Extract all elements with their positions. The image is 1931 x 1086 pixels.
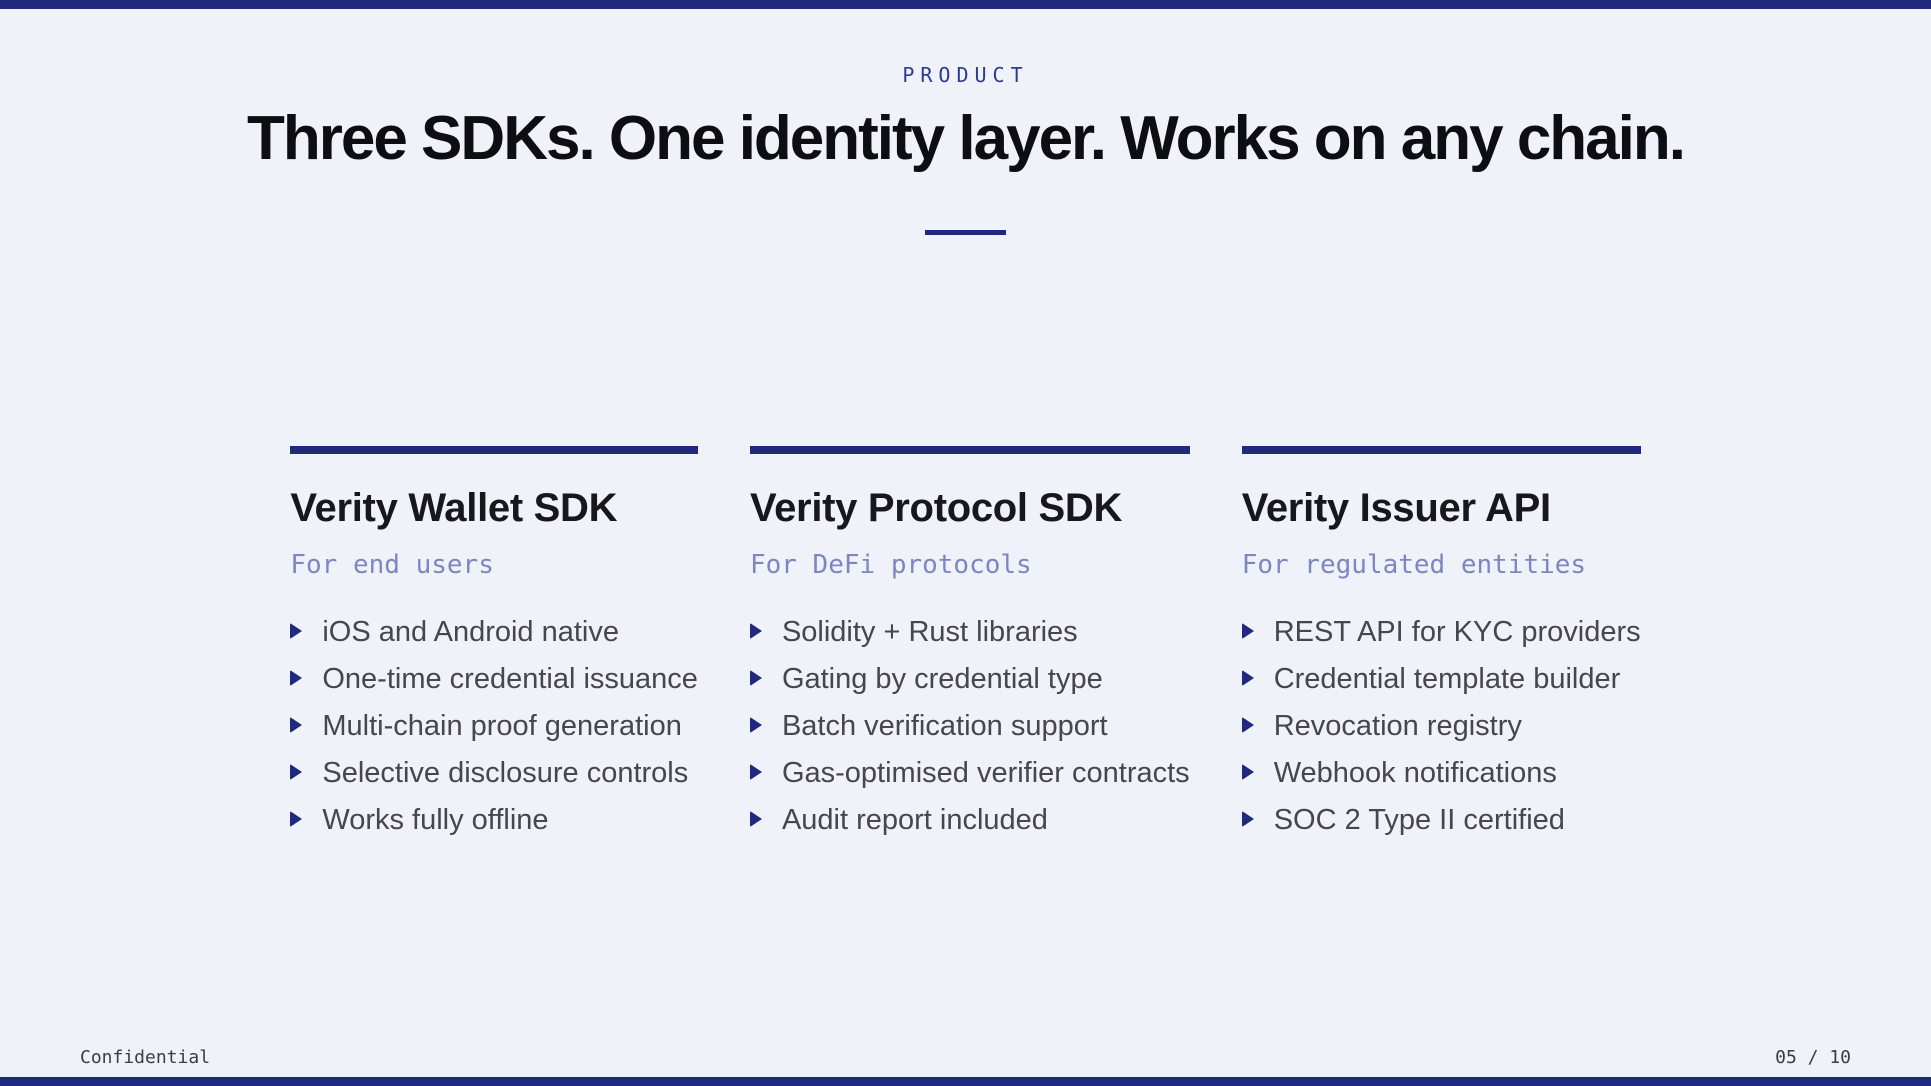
feature-list: iOS and Android native One-time credenti… xyxy=(290,609,698,844)
triangle-bullet-icon xyxy=(1241,622,1254,639)
list-item-label: Works fully offline xyxy=(322,804,549,837)
triangle-bullet-icon xyxy=(1241,763,1254,780)
column-title: Verity Issuer API xyxy=(1241,486,1551,531)
triangle-bullet-icon xyxy=(749,810,762,827)
list-item-label: Credential template builder xyxy=(1273,663,1621,696)
list-item-label: iOS and Android native xyxy=(322,616,620,649)
triangle-bullet-icon xyxy=(749,622,762,639)
list-item: iOS and Android native xyxy=(290,609,698,656)
list-item-label: Audit report included xyxy=(781,804,1048,837)
list-item-label: Gas-optimised verifier contracts xyxy=(781,757,1190,790)
column-wallet-sdk: Verity Wallet SDK For end users iOS and … xyxy=(290,446,698,844)
list-item: Gating by credential type xyxy=(749,656,1190,703)
column-protocol-sdk: Verity Protocol SDK For DeFi protocols S… xyxy=(749,446,1190,844)
triangle-bullet-icon xyxy=(1241,669,1254,686)
list-item-label: REST API for KYC providers xyxy=(1273,616,1641,649)
feature-list: REST API for KYC providers Credential te… xyxy=(1241,609,1641,844)
list-item-label: Webhook notifications xyxy=(1273,757,1557,790)
triangle-bullet-icon xyxy=(290,810,303,827)
triangle-bullet-icon xyxy=(1241,716,1254,733)
column-title: Verity Protocol SDK xyxy=(749,486,1123,531)
list-item: REST API for KYC providers xyxy=(1241,609,1641,656)
triangle-bullet-icon xyxy=(749,716,762,733)
list-item-label: One-time credential issuance xyxy=(322,663,698,696)
list-item-label: Solidity + Rust libraries xyxy=(781,616,1078,649)
triangle-bullet-icon xyxy=(290,716,303,733)
column-subtitle: For regulated entities xyxy=(1241,550,1587,581)
list-item: Gas-optimised verifier contracts xyxy=(749,750,1190,797)
list-item-label: Batch verification support xyxy=(781,710,1108,743)
list-item-label: SOC 2 Type II certified xyxy=(1273,804,1565,837)
slide-title: Three SDKs. One identity layer. Works on… xyxy=(247,104,1686,173)
triangle-bullet-icon xyxy=(290,763,303,780)
triangle-bullet-icon xyxy=(749,763,762,780)
column-title: Verity Wallet SDK xyxy=(290,486,618,531)
confidential-label: Confidential xyxy=(80,1047,211,1068)
triangle-bullet-icon xyxy=(749,669,762,686)
list-item: Credential template builder xyxy=(1241,656,1641,703)
eyebrow-label: PRODUCT xyxy=(902,63,1029,87)
bottom-accent-bar xyxy=(0,1077,1931,1086)
list-item: Audit report included xyxy=(749,797,1190,844)
column-subtitle: For end users xyxy=(290,550,494,581)
triangle-bullet-icon xyxy=(290,622,303,639)
list-item: Batch verification support xyxy=(749,703,1190,750)
list-item: SOC 2 Type II certified xyxy=(1241,797,1641,844)
column-issuer-api: Verity Issuer API For regulated entities… xyxy=(1241,446,1641,844)
list-item: Solidity + Rust libraries xyxy=(749,609,1190,656)
list-item: Webhook notifications xyxy=(1241,750,1641,797)
list-item: Multi-chain proof generation xyxy=(290,703,698,750)
page-number: 05 / 10 xyxy=(1775,1047,1851,1068)
sdk-columns: Verity Wallet SDK For end users iOS and … xyxy=(0,446,1931,844)
feature-list: Solidity + Rust libraries Gating by cred… xyxy=(749,609,1190,844)
triangle-bullet-icon xyxy=(290,669,303,686)
list-item: Revocation registry xyxy=(1241,703,1641,750)
triangle-bullet-icon xyxy=(1241,810,1254,827)
title-divider xyxy=(925,230,1006,236)
list-item-label: Gating by credential type xyxy=(781,663,1103,696)
column-subtitle: For DeFi protocols xyxy=(749,550,1032,581)
list-item: Works fully offline xyxy=(290,797,698,844)
list-item-label: Selective disclosure controls xyxy=(322,757,689,790)
top-accent-bar xyxy=(0,0,1931,9)
list-item-label: Revocation registry xyxy=(1273,710,1522,743)
list-item: One-time credential issuance xyxy=(290,656,698,703)
list-item: Selective disclosure controls xyxy=(290,750,698,797)
list-item-label: Multi-chain proof generation xyxy=(322,710,682,743)
